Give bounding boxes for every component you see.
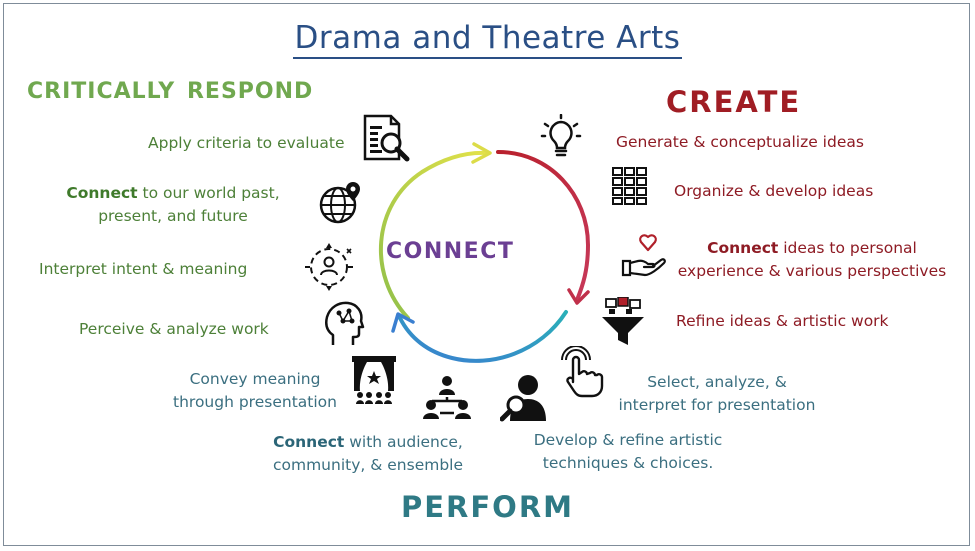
lightbulb-icon <box>540 114 582 157</box>
create-organize-text: Organize & develop ideas <box>674 182 874 200</box>
perform-convey-line1: Convey meaning <box>189 370 321 388</box>
perform-connect-line2: community, & ensemble <box>272 456 464 474</box>
perform-select-text: Select, analyze, & interpret for present… <box>608 371 826 417</box>
create-connect-rest: ideas to personal <box>778 239 917 257</box>
create-generate-text: Generate & conceptualize ideas <box>616 133 864 151</box>
grid-blocks-icon <box>612 167 647 205</box>
perform-arc <box>398 310 568 363</box>
respond-perceive-text: Perceive & analyze work <box>79 320 269 338</box>
perform-convey-line2: through presentation <box>173 393 337 411</box>
respond-apply-text: Apply criteria to evaluate <box>148 134 345 152</box>
funnel-icon <box>602 297 644 345</box>
perform-connect-text: Connect with audience, community, & ense… <box>262 431 474 477</box>
respond-connect-line2: present, and future <box>98 207 248 225</box>
document-search-icon <box>363 114 410 162</box>
perform-select-line2: interpret for presentation <box>618 396 816 414</box>
target-person-icon <box>305 243 353 291</box>
perform-select-line1: Select, analyze, & <box>647 373 787 391</box>
touch-hand-icon <box>561 346 604 398</box>
person-search-icon <box>500 375 546 422</box>
perform-connect-rest: with audience, <box>344 433 463 451</box>
page-title: Drama and Theatre Arts <box>0 20 975 59</box>
create-connect-text: Connect ideas to personal experience & v… <box>670 237 954 283</box>
create-refine-text: Refine ideas & artistic work <box>676 312 889 330</box>
perform-develop-line1: Develop & refine artistic <box>533 431 723 449</box>
team-hierarchy-icon <box>423 376 471 419</box>
respond-connect-text: Connect to our world past, present, and … <box>62 182 284 228</box>
heading-perform: perform <box>400 478 575 527</box>
perform-develop-text: Develop & refine artistic techniques & c… <box>526 429 730 475</box>
hand-heart-icon <box>621 234 666 277</box>
create-connect-bold: Connect <box>707 239 779 257</box>
heading-connect: connect <box>386 228 515 266</box>
slide-frame <box>3 3 970 546</box>
create-arc <box>496 150 591 302</box>
respond-interpret-text: Interpret intent & meaning <box>39 260 248 278</box>
perform-develop-line2: techniques & choices. <box>542 454 714 472</box>
perform-connect-bold: Connect <box>273 433 345 451</box>
stage-curtain-icon <box>352 356 396 404</box>
respond-connect-rest: to our world past, <box>137 184 280 202</box>
heading-create: create <box>666 74 802 122</box>
respond-arc <box>378 150 489 320</box>
globe-pin-icon <box>319 182 360 224</box>
head-network-icon <box>325 301 365 345</box>
heading-critically-respond: critically respond <box>27 70 314 106</box>
perform-convey-text: Convey meaning through presentation <box>160 368 350 414</box>
respond-connect-bold: Connect <box>66 184 138 202</box>
create-connect-line2: experience & various perspectives <box>677 262 947 280</box>
